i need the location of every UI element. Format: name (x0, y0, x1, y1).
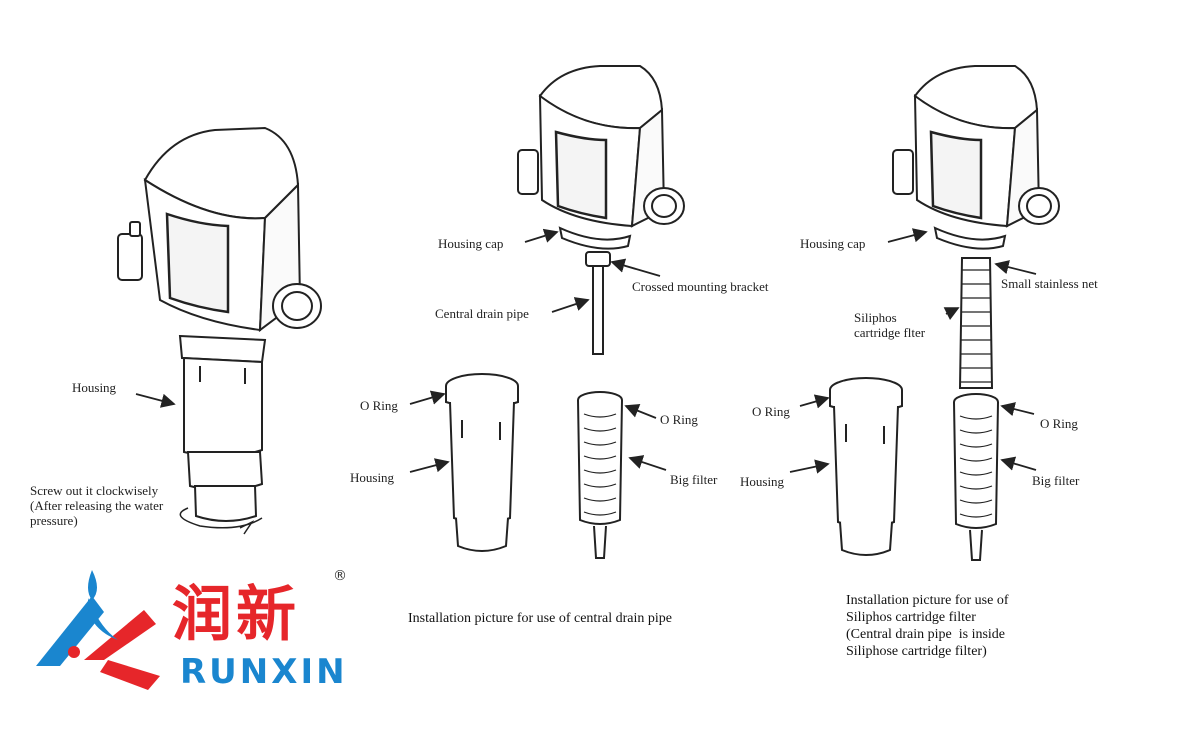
o-ring-left-label: O Ring (360, 398, 398, 413)
registered-mark: ® (333, 568, 347, 584)
screw-instruction-line1: Screw out it clockwisely (30, 483, 159, 498)
small-stainless-net-label: Small stainless net (1001, 276, 1098, 291)
o-ring-right-label-3: O Ring (1040, 416, 1078, 431)
siliphos-label-line2: cartridge flter (854, 325, 926, 340)
callout-arrows (135, 228, 1037, 474)
big-filter-label: Big filter (670, 472, 718, 487)
screw-instruction-line2: (After releasing the water (30, 498, 164, 513)
assembled-filter-drawing (117, 126, 322, 535)
crossed-bracket-label: Crossed mounting bracket (632, 279, 769, 294)
o-ring-right-label: O Ring (660, 412, 698, 427)
brand-chinese-name: 润新 (172, 580, 300, 650)
central-pipe-drawing (445, 65, 685, 559)
housing-cap-label: Housing cap (438, 236, 504, 251)
housing-label-3: Housing (740, 474, 785, 489)
o-ring-left-label-3: O Ring (752, 404, 790, 419)
big-filter-label-3: Big filter (1032, 473, 1080, 488)
central-drain-pipe-label: Central drain pipe (435, 306, 529, 321)
brand-latin-name: RUNXIN (180, 652, 348, 692)
housing-cap-label-3: Housing cap (800, 236, 866, 251)
screw-instruction-line3: pressure) (30, 513, 78, 528)
siliphos-drawing (829, 65, 1060, 561)
siliphos-label-line1: Siliphos (854, 310, 897, 325)
housing-label-2: Housing (350, 470, 395, 485)
caption-siliphos: Installation picture for use of Siliphos… (846, 593, 1009, 659)
caption-central-pipe: Installation picture for use of central … (408, 611, 672, 626)
housing-label: Housing (72, 380, 117, 395)
runxin-logo-icon (36, 570, 160, 690)
